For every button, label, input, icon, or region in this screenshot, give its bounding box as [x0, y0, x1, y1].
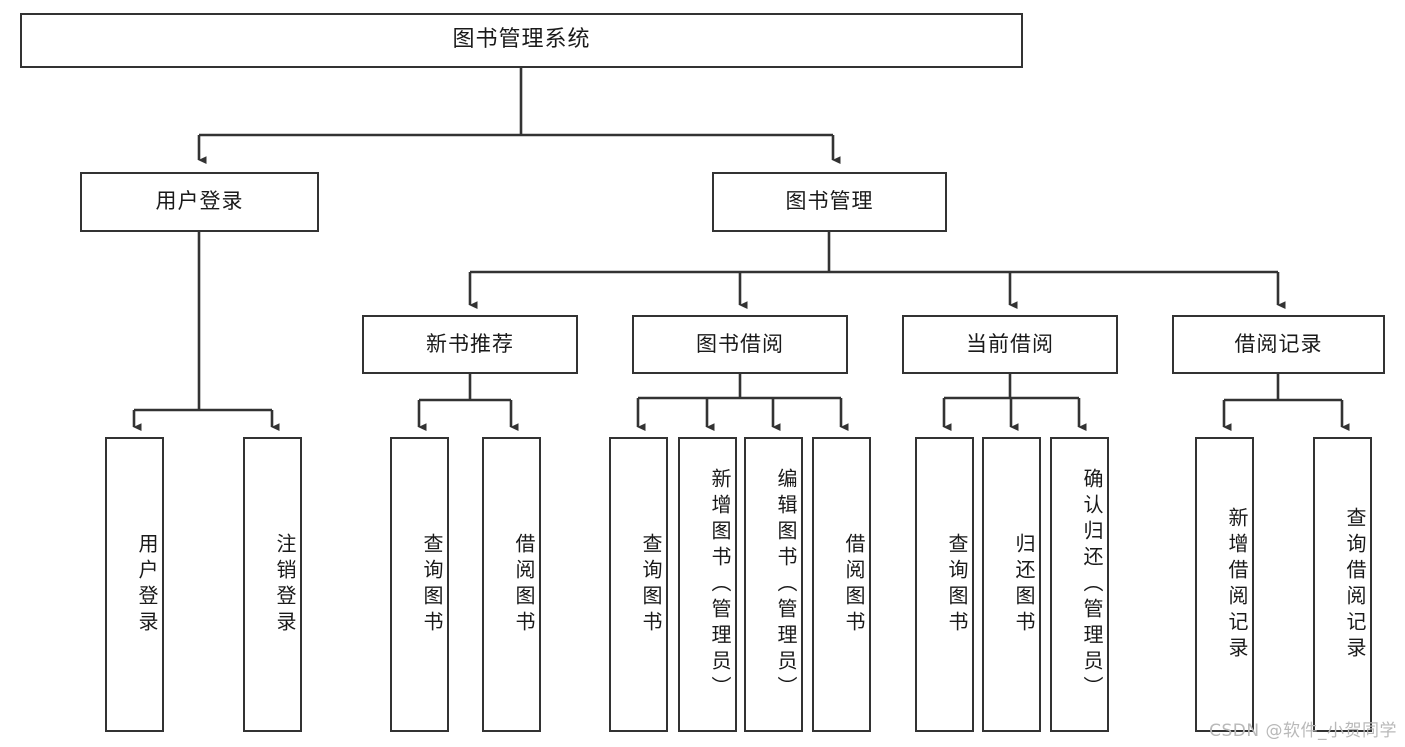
node-current-borrow[interactable]: 当前借阅	[902, 315, 1118, 374]
node-leaf-confirm-return-admin[interactable]: 确认归还（管理员）	[1050, 437, 1109, 732]
node-book-borrow[interactable]: 图书借阅	[632, 315, 848, 374]
node-borrow-record[interactable]: 借阅记录	[1172, 315, 1385, 374]
node-user-login[interactable]: 用户登录	[80, 172, 319, 232]
node-leaf-add-book-admin[interactable]: 新增图书（管理员）	[678, 437, 737, 732]
csdn-watermark: CSDN @软件_小贺同学	[1209, 721, 1397, 741]
node-book-manage[interactable]: 图书管理	[712, 172, 947, 232]
node-leaf-edit-book-admin[interactable]: 编辑图书（管理员）	[744, 437, 803, 732]
node-leaf-add-borrow-record[interactable]: 新增借阅记录	[1195, 437, 1254, 732]
node-leaf-query-book-borrow[interactable]: 查询图书	[609, 437, 668, 732]
node-leaf-query-borrow-record[interactable]: 查询借阅记录	[1313, 437, 1372, 732]
node-new-book-recommend[interactable]: 新书推荐	[362, 315, 578, 374]
node-leaf-query-book-current[interactable]: 查询图书	[915, 437, 974, 732]
node-root-system[interactable]: 图书管理系统	[20, 13, 1023, 68]
node-leaf-borrow-book[interactable]: 借阅图书	[812, 437, 871, 732]
node-leaf-user-logout[interactable]: 注销登录	[243, 437, 302, 732]
node-leaf-query-book-recommend[interactable]: 查询图书	[390, 437, 449, 732]
node-leaf-borrow-book-recommend[interactable]: 借阅图书	[482, 437, 541, 732]
node-leaf-user-login[interactable]: 用户登录	[105, 437, 164, 732]
node-leaf-return-book[interactable]: 归还图书	[982, 437, 1041, 732]
